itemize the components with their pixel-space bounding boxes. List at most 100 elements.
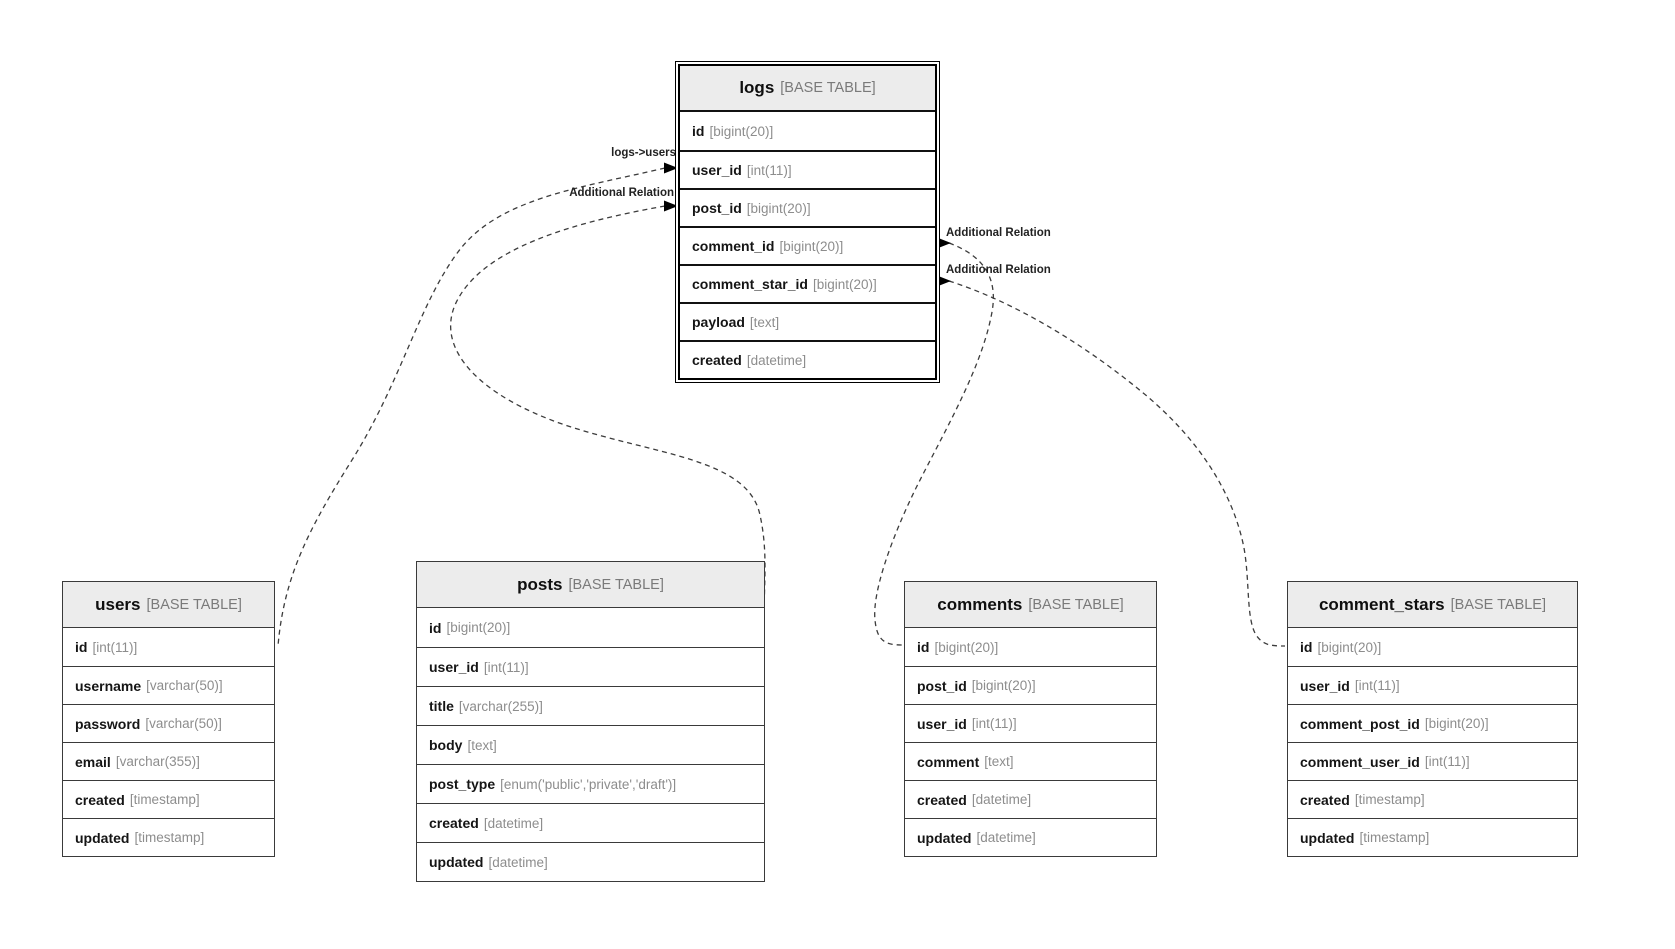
field-type: [datetime] bbox=[483, 815, 544, 831]
field-row: id [bigint(20)] bbox=[417, 608, 764, 647]
field-name: id bbox=[75, 639, 88, 655]
table-logs[interactable]: logs [BASE TABLE] id [bigint(20)] user_i… bbox=[678, 64, 937, 380]
field-name: updated bbox=[429, 854, 484, 870]
field-row: user_id [int(11)] bbox=[905, 704, 1156, 742]
field-type: [int(11)] bbox=[483, 659, 529, 675]
field-row: post_type [enum('public','private','draf… bbox=[417, 764, 764, 803]
field-name: username bbox=[75, 677, 142, 694]
field-type: [bigint(20)] bbox=[746, 200, 811, 216]
field-type: [datetime] bbox=[488, 854, 548, 870]
field-type: [varchar(355)] bbox=[115, 754, 200, 769]
field-name: comment_post_id bbox=[1300, 715, 1420, 732]
table-users[interactable]: users [BASE TABLE] id [int(11)] username… bbox=[62, 581, 275, 857]
field-row: body [text] bbox=[417, 725, 764, 764]
field-row: created [timestamp] bbox=[63, 780, 274, 818]
field-name: payload bbox=[692, 314, 745, 330]
field-row: comment_user_id [int(11)] bbox=[1288, 742, 1577, 780]
field-type: [timestamp] bbox=[134, 830, 205, 845]
field-name: updated bbox=[1300, 829, 1355, 846]
field-name: user_id bbox=[429, 659, 479, 675]
field-row: created [datetime] bbox=[417, 803, 764, 842]
field-type: [timestamp] bbox=[129, 792, 200, 807]
table-name: comments bbox=[937, 594, 1023, 614]
relation-arrowhead-icon bbox=[664, 200, 678, 212]
field-row: comment_post_id [bigint(20)] bbox=[1288, 704, 1577, 742]
field-row: user_id [int(11)] bbox=[1288, 666, 1577, 704]
relation-curve-logs-posts bbox=[450, 205, 766, 623]
field-type: [bigint(20)] bbox=[446, 620, 511, 635]
field-name: id bbox=[429, 619, 442, 636]
field-type: [int(11)] bbox=[971, 716, 1017, 731]
field-name: created bbox=[917, 791, 967, 808]
field-row: id [int(11)] bbox=[63, 628, 274, 666]
field-name: user_id bbox=[1300, 677, 1350, 694]
table-name: logs bbox=[739, 78, 775, 97]
field-name: email bbox=[75, 753, 111, 770]
field-name: updated bbox=[75, 829, 130, 846]
field-row: id [bigint(20)] bbox=[680, 112, 935, 150]
field-row: user_id [int(11)] bbox=[417, 647, 764, 686]
field-name: comment_id bbox=[692, 238, 775, 254]
field-name: user_id bbox=[692, 162, 742, 178]
field-type: [int(11)] bbox=[92, 639, 138, 655]
field-row: user_id [int(11)] bbox=[680, 150, 935, 188]
table-name: comment_stars bbox=[1318, 594, 1445, 614]
field-name: created bbox=[692, 352, 742, 368]
relation-arrowhead-icon bbox=[937, 275, 951, 287]
field-row: created [datetime] bbox=[905, 780, 1156, 818]
table-comments[interactable]: comments [BASE TABLE] id [bigint(20)] po… bbox=[904, 581, 1157, 857]
field-row: created [timestamp] bbox=[1288, 780, 1577, 818]
field-type: [datetime] bbox=[971, 792, 1032, 807]
field-type: [bigint(20)] bbox=[709, 123, 774, 139]
field-name: post_id bbox=[917, 677, 967, 694]
table-badge: [BASE TABLE] bbox=[146, 596, 242, 613]
table-name: posts bbox=[517, 574, 563, 594]
relation-arrowhead-icon bbox=[664, 162, 678, 174]
field-type: [text] bbox=[984, 754, 1014, 769]
field-name: updated bbox=[917, 829, 972, 846]
field-name: created bbox=[429, 815, 479, 831]
field-row: updated [datetime] bbox=[905, 818, 1156, 856]
field-row: post_id [bigint(20)] bbox=[905, 666, 1156, 704]
table-header: comments [BASE TABLE] bbox=[905, 582, 1156, 628]
field-type: [bigint(20)] bbox=[1317, 639, 1382, 655]
field-name: id bbox=[917, 639, 930, 655]
field-type: [int(11)] bbox=[1424, 754, 1470, 769]
field-name: created bbox=[75, 791, 125, 808]
table-badge: [BASE TABLE] bbox=[1028, 596, 1124, 613]
field-type: [varchar(255)] bbox=[458, 698, 543, 714]
field-type: [text] bbox=[749, 314, 780, 330]
table-header: logs [BASE TABLE] bbox=[680, 66, 935, 112]
table-comment-stars[interactable]: comment_stars [BASE TABLE] id [bigint(20… bbox=[1287, 581, 1578, 857]
table-badge: [BASE TABLE] bbox=[1450, 596, 1547, 613]
field-row: post_id [bigint(20)] bbox=[680, 188, 935, 226]
field-type: [datetime] bbox=[976, 830, 1036, 845]
table-header: users [BASE TABLE] bbox=[63, 582, 274, 628]
table-posts[interactable]: posts [BASE TABLE] id [bigint(20)] user_… bbox=[416, 561, 765, 882]
field-name: created bbox=[1300, 791, 1350, 808]
field-row: title [varchar(255)] bbox=[417, 686, 764, 725]
relation-arrowhead-icon bbox=[937, 237, 951, 249]
field-type: [timestamp] bbox=[1354, 792, 1425, 807]
field-type: [bigint(20)] bbox=[812, 276, 877, 292]
table-header: comment_stars [BASE TABLE] bbox=[1288, 582, 1577, 628]
relation-curve-logs-comment-stars bbox=[948, 280, 1286, 647]
relation-label: Additional Relation bbox=[569, 187, 674, 199]
field-name: comment_user_id bbox=[1300, 753, 1420, 770]
field-row: id [bigint(20)] bbox=[905, 628, 1156, 666]
table-badge: [BASE TABLE] bbox=[780, 80, 876, 96]
field-type: [bigint(20)] bbox=[934, 639, 999, 655]
field-type: [varchar(50)] bbox=[146, 678, 223, 693]
table-header: posts [BASE TABLE] bbox=[417, 562, 764, 608]
field-name: body bbox=[429, 737, 463, 753]
field-name: title bbox=[429, 698, 454, 714]
relation-curve-logs-comments bbox=[874, 242, 994, 646]
field-row: payload [text] bbox=[680, 302, 935, 340]
table-name: users bbox=[95, 594, 141, 614]
field-row: updated [datetime] bbox=[417, 842, 764, 881]
field-row: comment_id [bigint(20)] bbox=[680, 226, 935, 264]
field-type: [varchar(50)] bbox=[145, 716, 222, 731]
field-row: comment_star_id [bigint(20)] bbox=[680, 264, 935, 302]
